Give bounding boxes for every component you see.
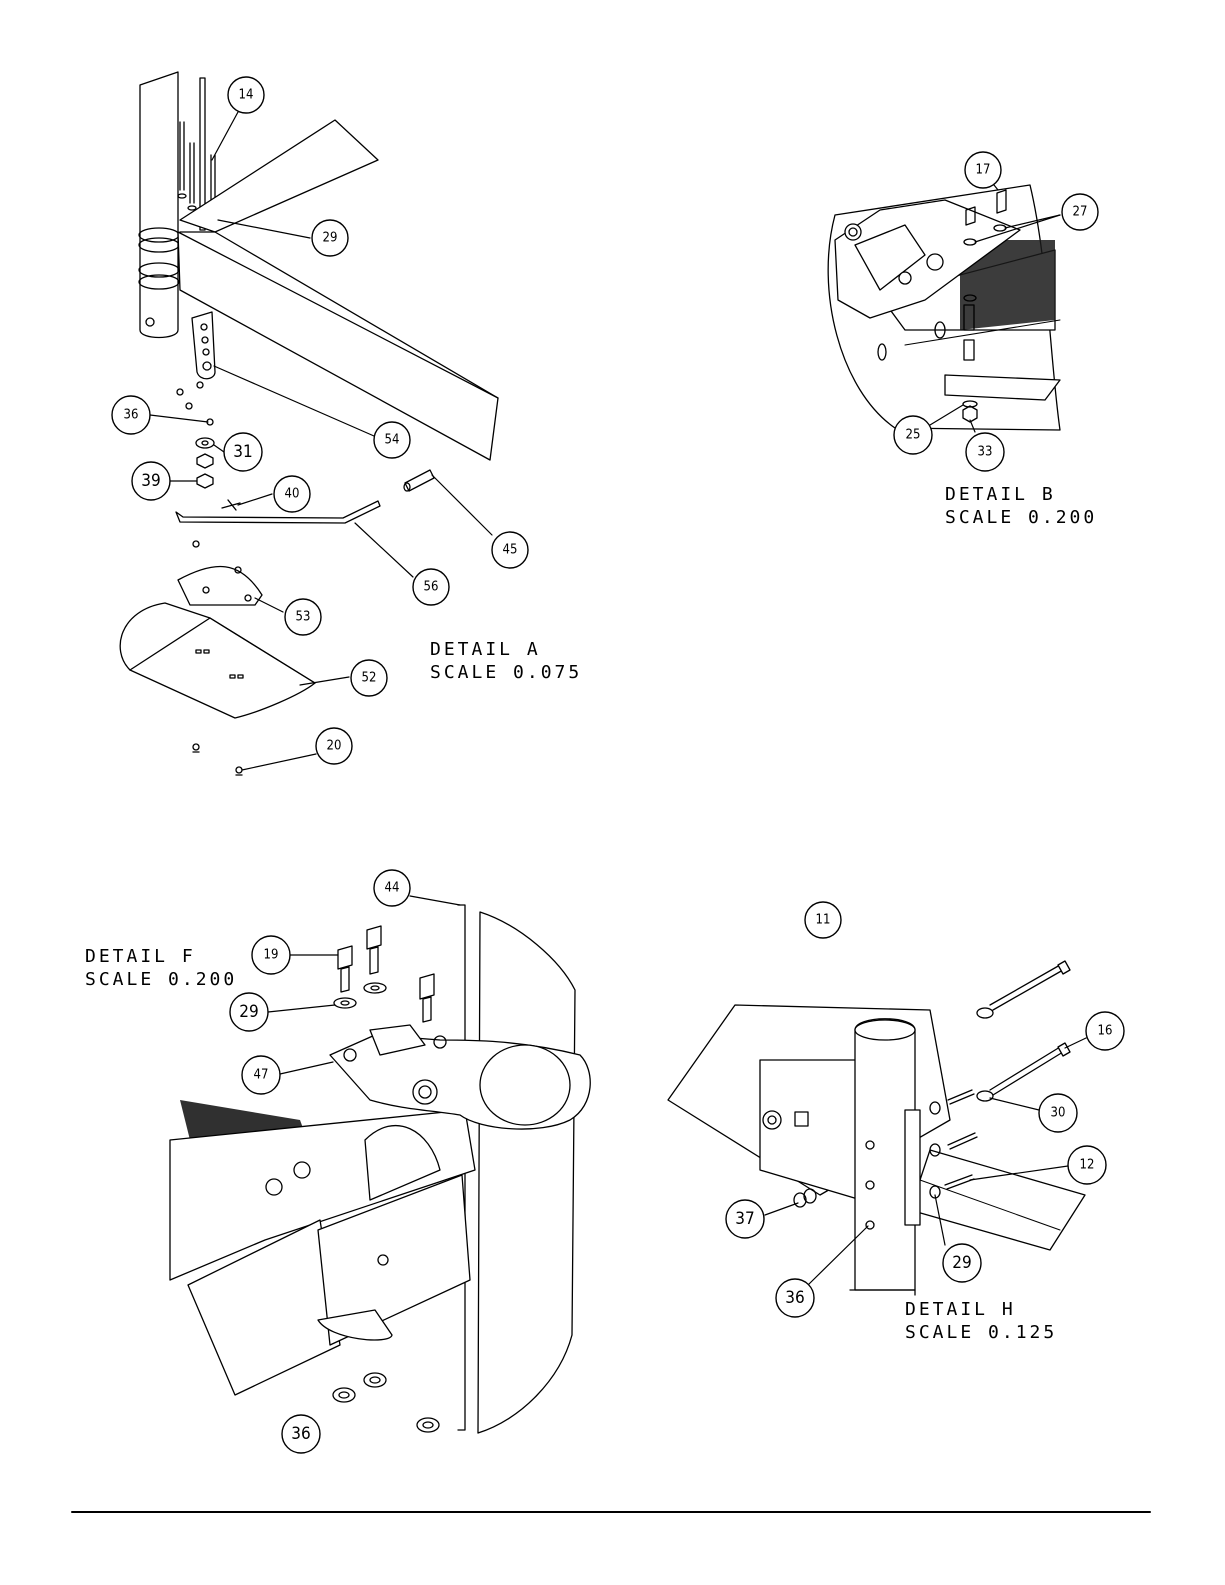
- callout-30: 30: [1051, 1106, 1066, 1121]
- detail-a-title: DETAIL A: [430, 639, 541, 660]
- callout-16: 16: [1098, 1024, 1113, 1039]
- callout-36: 36: [124, 408, 139, 423]
- callout-37: 37: [735, 1209, 754, 1229]
- callout-11: 11: [816, 913, 831, 928]
- callout-53: 53: [296, 610, 311, 625]
- callout-54: 54: [385, 433, 400, 448]
- callout-44: 44: [385, 881, 400, 896]
- callout-33: 33: [978, 445, 993, 460]
- callout-56: 56: [424, 580, 439, 595]
- detail-b-scale: SCALE 0.200: [945, 507, 1097, 528]
- callout-29: 29: [323, 231, 338, 246]
- callout-52: 52: [362, 671, 377, 686]
- callout-12: 12: [1080, 1158, 1095, 1173]
- callout-40: 40: [285, 487, 300, 502]
- callout-31: 31: [233, 442, 252, 462]
- callout-45: 45: [503, 543, 518, 558]
- callout-39: 39: [141, 471, 160, 491]
- callout-29-f: 29: [239, 1002, 258, 1022]
- detail-a-scale: SCALE 0.075: [430, 662, 582, 683]
- detail-h-title: DETAIL H: [905, 1299, 1016, 1320]
- callout-19: 19: [264, 948, 279, 963]
- callout-27: 27: [1073, 205, 1088, 220]
- callout-25: 25: [906, 428, 921, 443]
- callout-14: 14: [239, 88, 254, 103]
- callout-20: 20: [327, 739, 342, 754]
- detail-b-view: [828, 185, 1060, 430]
- detail-f-title: DETAIL F: [85, 946, 196, 967]
- detail-f-scale: SCALE 0.200: [85, 969, 237, 990]
- callout-47: 47: [254, 1068, 269, 1083]
- callout-36-h: 36: [785, 1288, 804, 1308]
- detail-h-view: [668, 961, 1085, 1295]
- detail-b-title: DETAIL B: [945, 484, 1056, 505]
- detail-h-scale: SCALE 0.125: [905, 1322, 1057, 1343]
- callout-36-f: 36: [291, 1424, 310, 1444]
- callout-29-h: 29: [952, 1253, 971, 1273]
- callout-17: 17: [976, 163, 991, 178]
